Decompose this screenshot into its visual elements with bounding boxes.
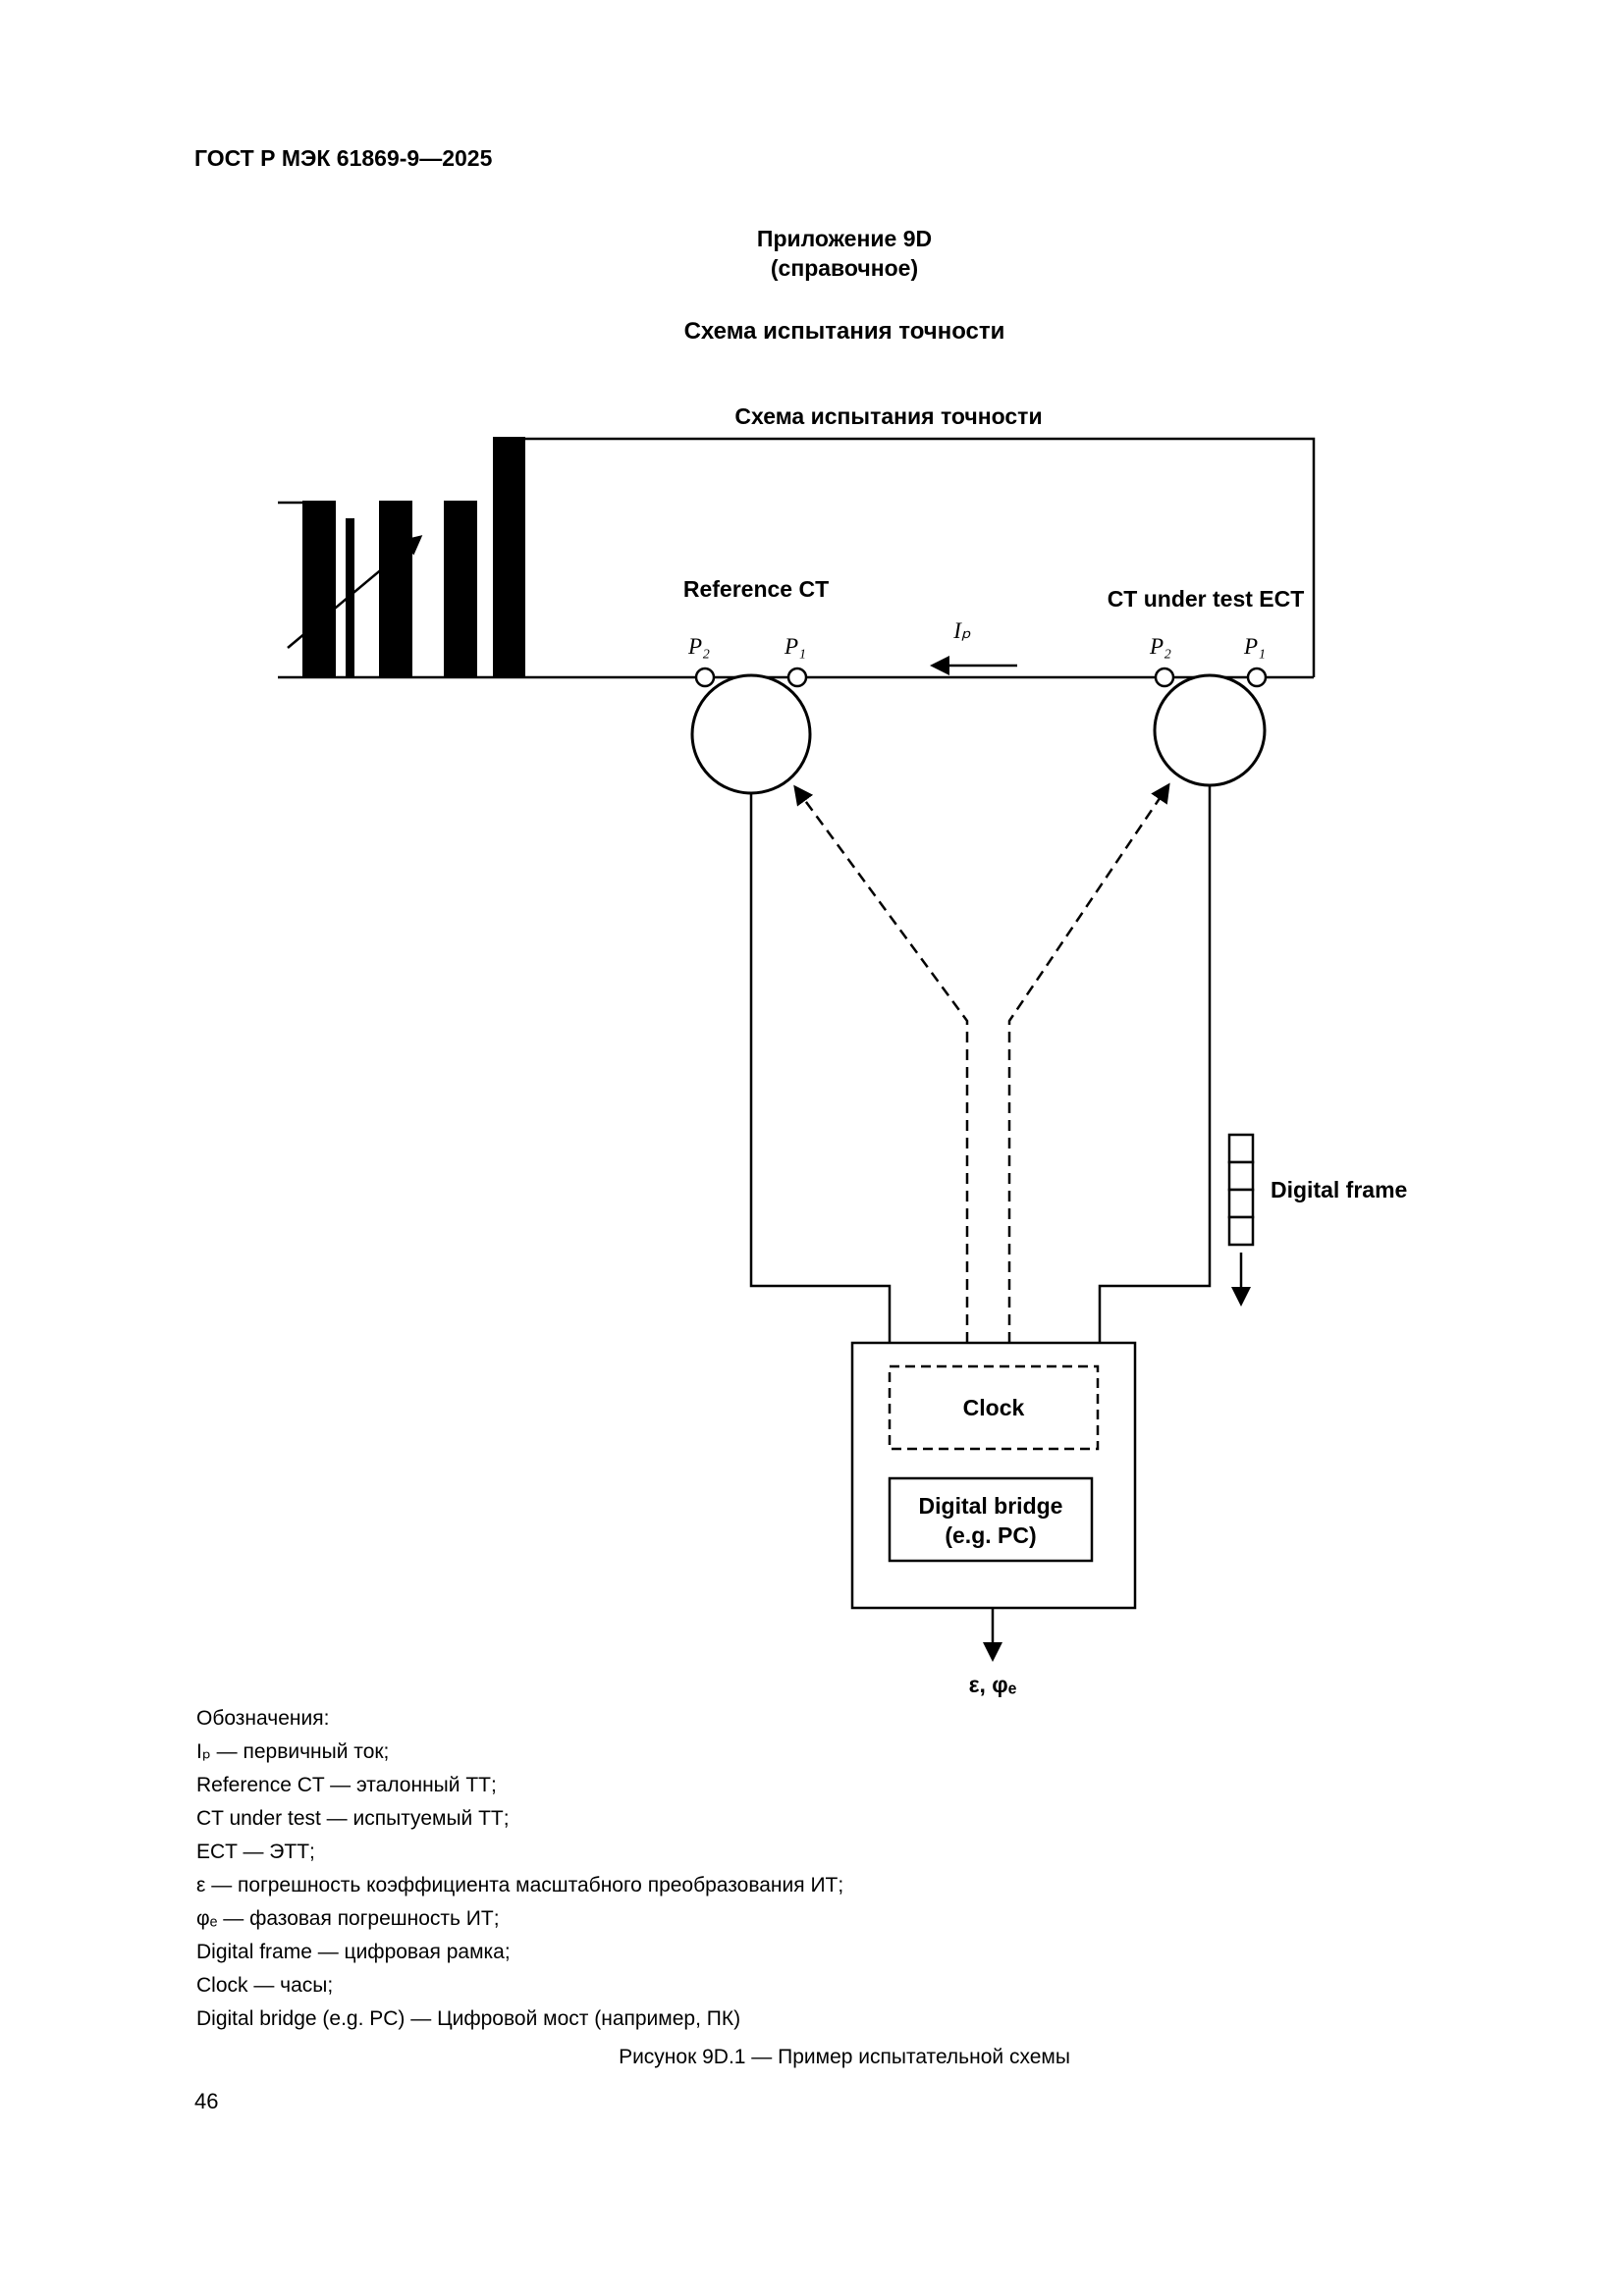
ct-under-test-p1-label: P₁ [1243,634,1266,659]
digital-frame-cell-3 [1227,1188,1255,1219]
appendix-subtitle: (справочное) [770,255,919,281]
reference-ct-secondary-line [749,793,892,1343]
ct-under-test-p2-label: P₂ [1149,634,1171,659]
output-label: ε, φₑ [969,1672,1017,1697]
digital-frame-symbol: Digital frame [1227,1133,1407,1307]
primary-current-label: Iₚ [952,618,971,643]
reference-ct-p2-label: P₂ [687,634,710,659]
digital-bridge-label-line2: (e.g. PC) [945,1522,1036,1548]
source-bar-1 [302,501,336,677]
document-header: ГОСТ Р МЭК 61869-9—2025 [194,145,493,171]
appendix-title: Приложение 9D [756,226,933,251]
legend-item: Iₚ — первичный ток; [196,1740,390,1763]
ct-under-test-terminal-p2 [1154,667,1175,688]
bridge-unit: Clock Digital bridge (e.g. PC) ε, φₑ [850,1341,1137,1697]
digital-bridge-label-line1: Digital bridge [919,1493,1063,1519]
figure-caption: Рисунок 9D.1 — Пример испытательной схем… [619,2046,1070,2068]
legend-item: φₑ — фазовая погрешность ИТ; [196,1907,500,1930]
diagram-title: Схема испытания точности [734,403,1042,429]
source-adjust-arrow-icon [287,535,423,649]
legend-item: Digital bridge (e.g. PC) — Цифровой мост… [196,2007,741,2030]
legend-item: ε — погрешность коэффициента масштабного… [196,1874,844,1896]
legend-item: Reference CT — эталонный ТТ; [196,1774,497,1796]
ct-under-test-winding [1153,673,1267,787]
reference-ct-winding [690,673,812,795]
dashed-signal-paths [793,782,1170,1343]
reference-ct: Reference CT P₂ P₁ [683,576,829,795]
primary-current-annotation: Iₚ [930,618,1017,675]
ct-under-test-label: CT under test ECT [1108,586,1305,612]
section-title: Схема испытания точности [683,318,1005,345]
digital-frame-cell-4 [1227,1215,1255,1247]
legend-heading: Обозначения: [196,1707,330,1730]
ct-under-test: CT under test ECT P₂ P₁ [1108,586,1305,787]
source-bar-4 [444,501,477,677]
digital-frame-cell-1 [1227,1133,1255,1164]
secondary-connections [749,785,1212,1343]
digital-frame-cell-2 [1227,1160,1255,1192]
adjustable-source-symbol [287,437,525,677]
clock-box [888,1364,1100,1451]
clock-label: Clock [963,1395,1025,1420]
source-bar-2 [346,518,354,677]
reference-ct-terminal-p2 [694,667,716,688]
reference-ct-label: Reference CT [683,576,829,602]
source-bar-5 [493,437,525,677]
signal-path-to-ct-under-test [1007,782,1170,1343]
reference-ct-p1-label: P₁ [784,634,806,659]
reference-ct-terminal-p1 [786,667,808,688]
source-bar-3 [379,501,412,677]
ct-under-test-secondary-line [1098,785,1212,1343]
ct-under-test-terminal-p1 [1246,667,1268,688]
legend-item: ECT — ЭТТ; [196,1841,315,1863]
signal-path-to-reference-ct [793,784,969,1343]
legend-item: Clock — часы; [196,1974,334,1997]
legend-item: CT under test — испытуемый ТТ; [196,1807,510,1830]
digital-bridge-box [888,1476,1094,1563]
page-number: 46 [194,2089,219,2113]
digital-frame-label: Digital frame [1271,1177,1407,1202]
legend: Обозначения: Iₚ — первичный ток; Referen… [196,1702,843,2036]
primary-top-line [525,437,1316,677]
legend-item: Digital frame — цифровая рамка; [196,1941,511,1963]
